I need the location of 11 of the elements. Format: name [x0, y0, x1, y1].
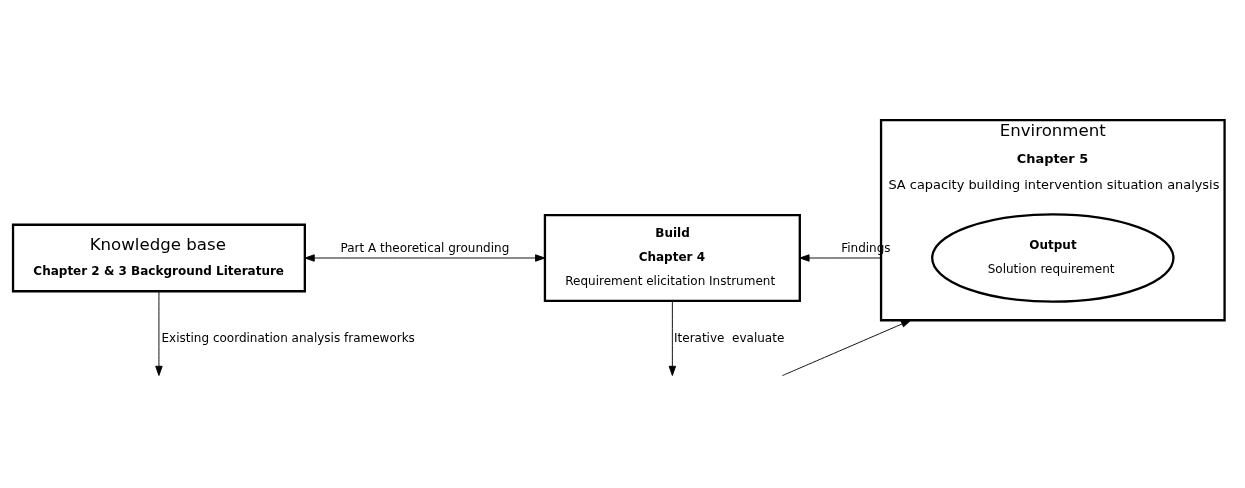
edge-label: Existing coordination analysis frameworks [161, 330, 415, 345]
arrow [668, 300, 677, 376]
arrow [155, 290, 163, 376]
edge-label: Iterative evaluate [674, 330, 785, 345]
arrow [781, 319, 912, 376]
node-box: Build Chapter 4 Requirement elicitation Instrument [543, 213, 801, 302]
arrow [304, 253, 546, 262]
edge-label: Part A theoretical grounding [340, 240, 510, 255]
node-box: Knowledge base Chapter 2 & 3 Background Literature [11, 223, 306, 292]
arrow [799, 253, 882, 262]
node-ellipse: Output Solution requirement [931, 212, 1175, 303]
